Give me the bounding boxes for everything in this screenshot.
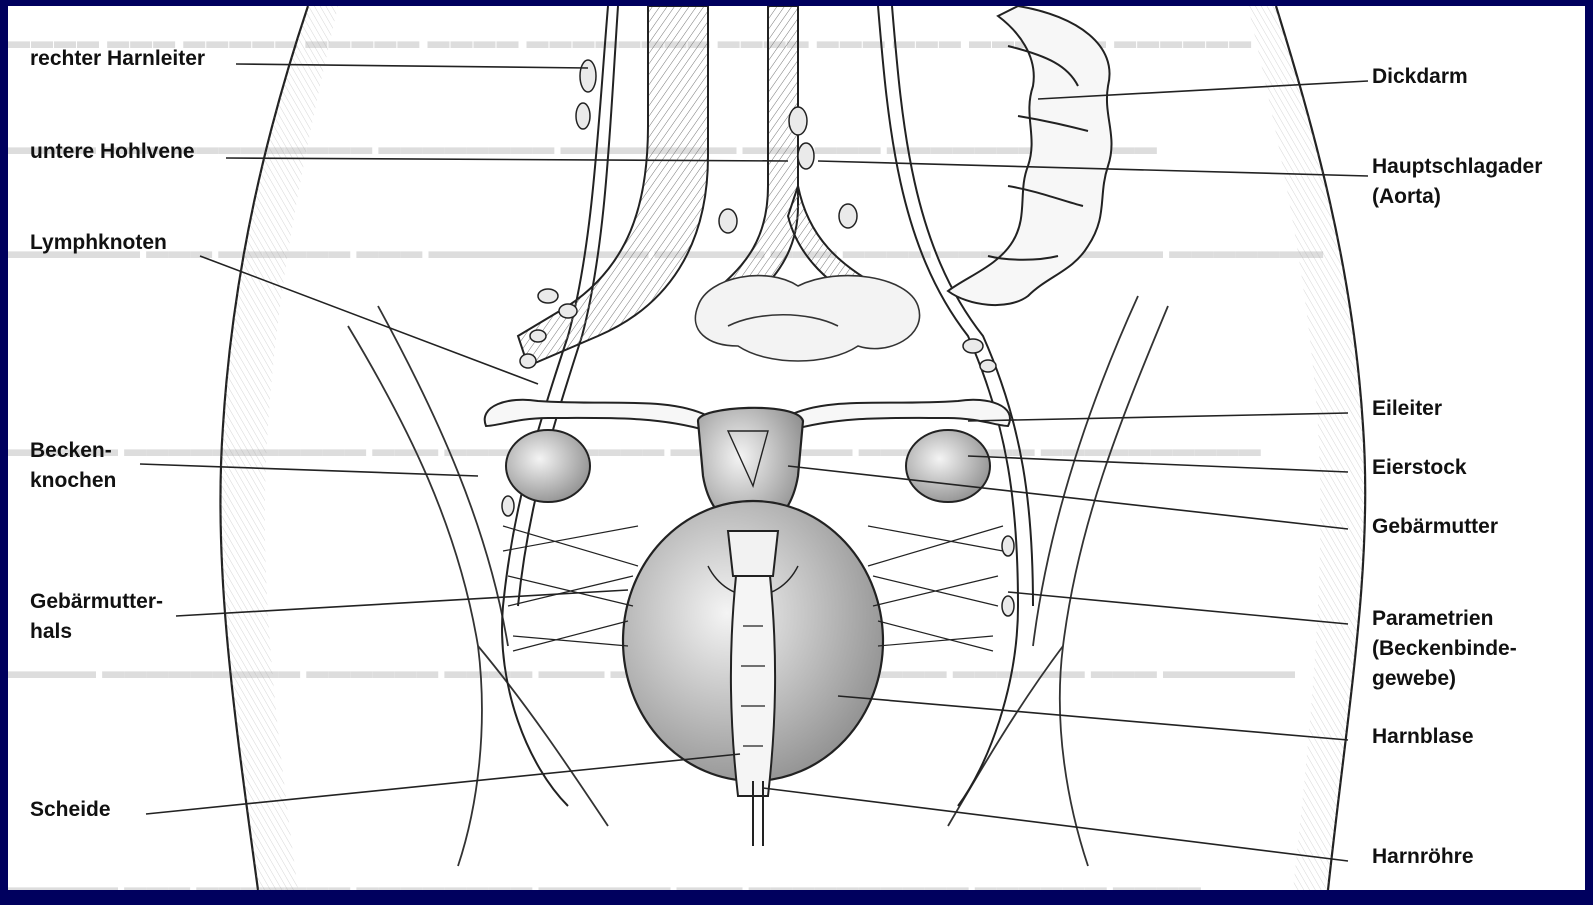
label-rechter-harnleiter: rechter Harnleiter (30, 44, 205, 74)
label-untere-hohlvene: untere Hohlvene (30, 137, 195, 167)
label-hauptschlagader-line1: Hauptschlagader (1372, 152, 1542, 182)
label-eileiter: Eileiter (1372, 394, 1442, 424)
cervix (728, 531, 778, 576)
label-harnroehre: Harnröhre (1372, 842, 1474, 872)
label-scheide: Scheide (30, 795, 111, 825)
bowel-loops (695, 276, 919, 361)
label-parametrien-line2: (Beckenbinde- (1372, 634, 1517, 664)
diagram-frame: ▬▬▬▬ ▬▬▬ ▬▬▬▬▬ ▬▬▬▬▬ ▬▬▬▬ ▬▬▬▬▬▬▬▬ ▬▬▬▬ … (8, 6, 1585, 890)
label-gebaermutter: Gebärmutter (1372, 512, 1498, 542)
vena-cava (518, 6, 708, 366)
label-parametrien-line3: gewebe) (1372, 664, 1456, 694)
vagina (731, 576, 775, 796)
label-lymphknoten: Lymphknoten (30, 228, 167, 258)
label-dickdarm: Dickdarm (1372, 62, 1468, 92)
label-beckenknochen-line1: Becken- (30, 436, 112, 466)
label-eierstock: Eierstock (1372, 453, 1467, 483)
label-parametrien-line1: Parametrien (1372, 604, 1493, 634)
label-hauptschlagader-line2: (Aorta) (1372, 182, 1441, 212)
label-beckenknochen-line2: knochen (30, 466, 116, 496)
label-gebaermutterhals-line1: Gebärmutter- (30, 587, 163, 617)
label-gebaermutterhals-line2: hals (30, 617, 72, 647)
label-harnblase: Harnblase (1372, 722, 1474, 752)
anatomy-illustration (8, 6, 1585, 890)
colon (948, 6, 1112, 305)
